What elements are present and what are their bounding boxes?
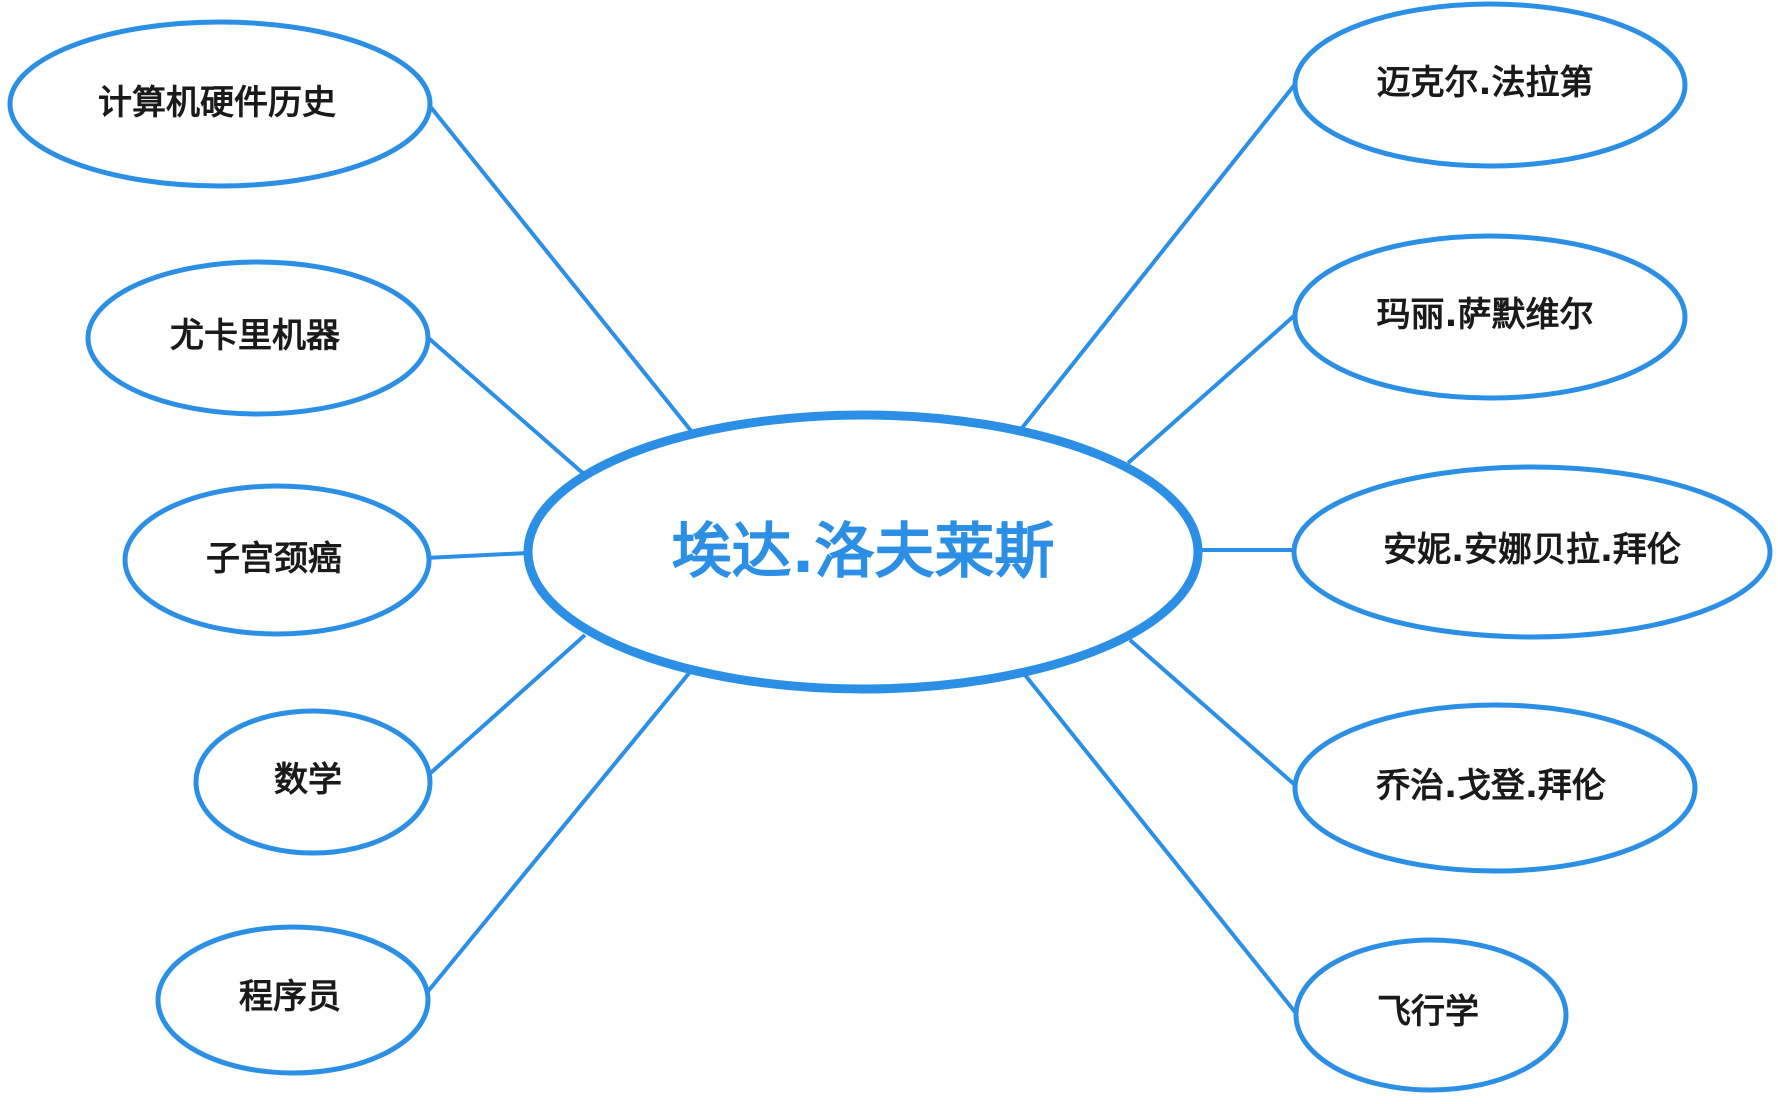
- connectors: [423, 76, 1302, 1014]
- node-shape: [85, 259, 431, 417]
- node-shape: [1292, 1, 1688, 169]
- connector-programmer: [423, 670, 692, 997]
- connector-mary-somerville: [1126, 313, 1297, 465]
- node-george-gordon-byron[interactable]: 乔治.戈登.拜伦: [1292, 702, 1698, 874]
- node-label: 迈克尔.法拉第: [1377, 63, 1594, 103]
- node-anne-isabella-byron[interactable]: 安妮.安娜贝拉.拜伦: [1291, 464, 1773, 640]
- node-shape: [155, 924, 431, 1076]
- node-mary-somerville[interactable]: 玛丽.萨默维尔: [1292, 233, 1688, 401]
- node-aeronautics[interactable]: 飞行学: [1293, 937, 1569, 1093]
- node-shape: [1293, 937, 1569, 1093]
- node-label: 数学: [274, 760, 342, 800]
- node-shape: [1291, 464, 1773, 640]
- connector-aeronautics: [1023, 673, 1297, 1014]
- node-label: 程序员: [239, 977, 341, 1017]
- node-michael-faraday[interactable]: 迈克尔.法拉第: [1292, 1, 1688, 169]
- node-label: 玛丽.萨默维尔: [1377, 295, 1594, 335]
- node-label: 子宫颈癌: [206, 539, 342, 579]
- node-label: 飞行学: [1377, 992, 1479, 1032]
- node-label: 安妮.安娜贝拉.拜伦: [1383, 530, 1682, 570]
- node-label: 计算机硬件历史: [98, 83, 336, 123]
- node-label: 尤卡里机器: [170, 316, 341, 356]
- node-shape: [1292, 233, 1688, 401]
- node-label: 乔治.戈登.拜伦: [1376, 766, 1607, 806]
- connector-hardware-history: [423, 98, 694, 434]
- connector-eureka-machine: [423, 333, 587, 477]
- center-node-label: 埃达.洛夫莱斯: [672, 517, 1055, 587]
- center-node[interactable]: 埃达.洛夫莱斯: [523, 410, 1203, 694]
- node-hardware-history[interactable]: 计算机硬件历史: [7, 19, 433, 189]
- node-shape: [193, 708, 433, 856]
- node-programmer[interactable]: 程序员: [155, 924, 431, 1076]
- node-mathematics[interactable]: 数学: [193, 708, 433, 856]
- node-shape: [1292, 702, 1698, 874]
- node-shape: [122, 483, 432, 637]
- connector-cervical-cancer: [424, 551, 529, 560]
- node-cervical-cancer[interactable]: 子宫颈癌: [122, 483, 432, 637]
- connector-mathematics: [423, 633, 587, 780]
- connector-george-gordon-byron: [1128, 638, 1297, 787]
- node-shape: [7, 19, 433, 189]
- node-eureka-machine[interactable]: 尤卡里机器: [85, 259, 431, 417]
- center-node-shape: [523, 410, 1203, 694]
- connector-michael-faraday: [1020, 76, 1302, 430]
